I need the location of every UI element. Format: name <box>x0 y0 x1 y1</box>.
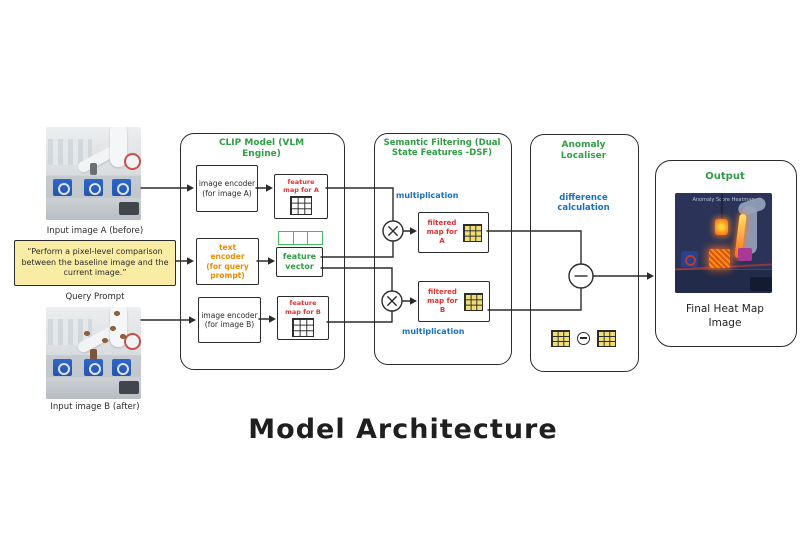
yellow-grid-icon <box>597 330 616 347</box>
hot-anomaly-cube <box>709 249 730 268</box>
gripper-heat <box>715 219 728 235</box>
image-encoder-a-box: image encoder (for image A) <box>196 165 258 212</box>
filtered-map-b-box: filtered map for B <box>418 281 490 322</box>
circled-minus-icon <box>577 332 590 345</box>
text-feature-vector-icon <box>278 231 323 245</box>
robot-gripper <box>90 349 97 364</box>
blue-cube <box>84 179 103 196</box>
feature-map-b-label: feature map for B <box>285 299 321 316</box>
robot-joint <box>124 333 141 350</box>
multiplication-label-top: multiplication <box>396 191 459 200</box>
input-image-a-thumbnail <box>46 127 141 220</box>
magenta-cube <box>738 248 752 261</box>
rust-spot <box>84 331 90 336</box>
blue-cube <box>112 359 131 376</box>
input-image-b-label: Input image B (after) <box>50 402 140 412</box>
vector-cell <box>307 231 323 245</box>
blue-cube <box>53 359 72 376</box>
feature-grid-icon <box>292 317 314 337</box>
dark-equipment <box>750 277 772 291</box>
image-encoder-b-label: image encoder (for image B) <box>201 310 258 329</box>
robot-joint <box>124 153 141 170</box>
dark-equipment <box>119 381 139 394</box>
semantic-filtering-title: Semantic Filtering (Dual State Features … <box>383 138 501 159</box>
diagram-title: Model Architecture <box>248 414 558 445</box>
filtered-map-a-label: filtered map for A <box>426 219 458 245</box>
image-encoder-a-label: image encoder (for image A) <box>198 179 256 198</box>
blue-cube <box>112 179 131 196</box>
blue-cube <box>84 359 103 376</box>
feature-grid-icon <box>290 196 312 216</box>
filtered-map-a-box: filtered map for A <box>418 212 489 253</box>
conveyor-table <box>46 377 141 399</box>
query-prompt-box: “Perform a pixel-level comparison betwee… <box>14 240 176 286</box>
yellow-grid-icon <box>463 292 483 311</box>
robot-arm-column <box>110 127 127 167</box>
heatmap-caption: Anomaly Score Heatmap <box>692 197 755 203</box>
feature-vector-label: feature vector <box>282 252 317 271</box>
robot-gripper <box>90 163 97 175</box>
rust-spot <box>120 334 126 339</box>
difference-legend <box>530 330 637 347</box>
feature-vector-box: feature vector <box>276 247 323 277</box>
blue-cube <box>681 251 698 267</box>
feature-map-a-box: feature map for A <box>274 174 328 219</box>
clip-model-title: CLIP Model (VLM Engine) <box>218 138 305 159</box>
dark-equipment <box>119 202 139 215</box>
heatmap-image: Anomaly Score Heatmap <box>675 193 772 293</box>
rust-spot <box>110 326 116 331</box>
input-image-b-thumbnail <box>46 307 141 399</box>
feature-map-b-box: feature map for B <box>277 296 329 340</box>
conveyor-table <box>46 198 141 220</box>
output-label: Final Heat Map Image <box>686 303 764 330</box>
rust-spot <box>114 311 120 316</box>
query-prompt-text: “Perform a pixel-level comparison betwee… <box>21 246 169 278</box>
multiplication-label-bottom: multiplication <box>402 327 465 336</box>
anomaly-localiser-title: Anomaly Localiser <box>560 140 607 161</box>
text-encoder-box: text encoder (for query prompt) <box>196 238 259 285</box>
filtered-map-b-label: filtered map for B <box>427 288 458 314</box>
blue-cube <box>53 179 72 196</box>
rust-spot <box>102 338 108 343</box>
image-encoder-b-box: image encoder (for image B) <box>198 297 261 343</box>
yellow-grid-icon <box>551 330 570 347</box>
text-encoder-label: text encoder (for query prompt) <box>206 242 249 280</box>
query-prompt-label: Query Prompt <box>65 292 125 302</box>
robot-cable <box>721 193 723 220</box>
feature-map-a-label: feature map for A <box>283 177 319 194</box>
yellow-grid-icon <box>463 223 482 242</box>
difference-calculation-label: difference calculation <box>557 193 610 214</box>
output-title: Output <box>705 171 745 182</box>
input-image-a-label: Input image A (before) <box>46 226 144 236</box>
